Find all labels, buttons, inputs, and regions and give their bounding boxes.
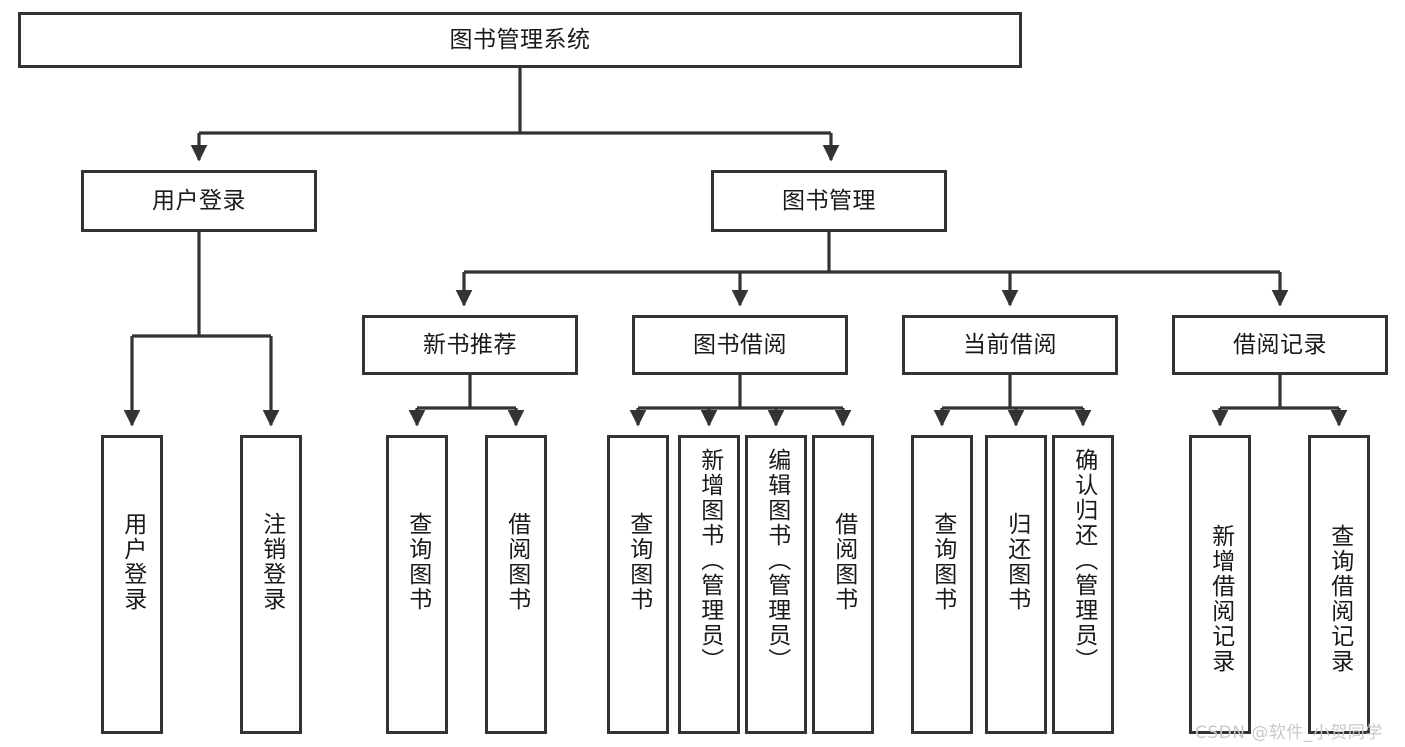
node-root-system[interactable]: 图书管理系统 [18, 12, 1022, 68]
edge-userlogin-to-leaves [123, 232, 280, 427]
edge-borrowrecord-to-leaves [1211, 375, 1348, 427]
node-leaf-query-borrow-record[interactable]: 查询借阅记录 [1308, 435, 1370, 734]
node-user-login-label: 用户登录 [152, 187, 246, 214]
node-leaf-add-borrow-record[interactable]: 新增借阅记录 [1189, 435, 1251, 734]
node-leaf-query-book-borrow-label: 查询图书 [625, 512, 652, 612]
node-leaf-user-logout-label: 注销登录 [258, 512, 285, 612]
edge-currentborrow-to-leaves [933, 375, 1092, 427]
node-new-book-rec[interactable]: 新书推荐 [362, 315, 578, 375]
node-root-label: 图书管理系统 [449, 26, 591, 53]
node-borrow-record-label: 借阅记录 [1233, 331, 1327, 358]
node-leaf-add-borrow-record-label: 新增借阅记录 [1207, 524, 1234, 674]
node-leaf-query-book-rec-label: 查询图书 [404, 512, 431, 612]
node-leaf-query-book-rec[interactable]: 查询图书 [386, 435, 448, 734]
node-borrow-record[interactable]: 借阅记录 [1172, 315, 1388, 375]
node-book-borrow[interactable]: 图书借阅 [632, 315, 848, 375]
edge-root-to-level2 [190, 68, 840, 162]
node-leaf-borrow-book-rec[interactable]: 借阅图书 [485, 435, 547, 734]
node-leaf-user-login[interactable]: 用户登录 [101, 435, 163, 734]
edge-bookmanage-to-level3 [455, 232, 1289, 307]
node-leaf-borrow-book-borrow-label: 借阅图书 [830, 512, 857, 612]
edge-bookborrow-to-leaves [629, 375, 852, 427]
node-leaf-confirm-return-admin[interactable]: 确认归还（管理员） [1052, 435, 1114, 734]
node-current-borrow[interactable]: 当前借阅 [902, 315, 1118, 375]
node-leaf-confirm-return-admin-label: 确认归还（管理员） [1070, 448, 1097, 673]
node-leaf-user-logout[interactable]: 注销登录 [240, 435, 302, 734]
node-book-manage-label: 图书管理 [782, 187, 876, 214]
node-leaf-return-book[interactable]: 归还图书 [985, 435, 1047, 734]
node-book-manage[interactable]: 图书管理 [711, 170, 947, 232]
node-current-borrow-label: 当前借阅 [963, 331, 1057, 358]
csdn-watermark: CSDN @软件_小贺同学 [1195, 723, 1383, 743]
node-leaf-query-book-current[interactable]: 查询图书 [911, 435, 973, 734]
node-leaf-borrow-book-borrow[interactable]: 借阅图书 [812, 435, 874, 734]
node-user-login[interactable]: 用户登录 [81, 170, 317, 232]
node-leaf-return-book-label: 归还图书 [1003, 512, 1030, 612]
node-leaf-query-book-borrow[interactable]: 查询图书 [607, 435, 669, 734]
node-book-borrow-label: 图书借阅 [693, 331, 787, 358]
node-new-book-rec-label: 新书推荐 [423, 331, 517, 358]
node-leaf-user-login-label: 用户登录 [119, 512, 146, 612]
node-leaf-query-book-current-label: 查询图书 [929, 512, 956, 612]
node-leaf-query-borrow-record-label: 查询借阅记录 [1326, 524, 1353, 674]
edge-newbookrec-to-leaves [408, 375, 525, 427]
node-leaf-borrow-book-rec-label: 借阅图书 [503, 512, 530, 612]
node-leaf-edit-book-admin-label: 编辑图书（管理员） [763, 448, 790, 673]
node-leaf-add-book-admin-label: 新增图书（管理员） [696, 448, 723, 673]
node-leaf-add-book-admin[interactable]: 新增图书（管理员） [678, 435, 740, 734]
node-leaf-edit-book-admin[interactable]: 编辑图书（管理员） [745, 435, 807, 734]
